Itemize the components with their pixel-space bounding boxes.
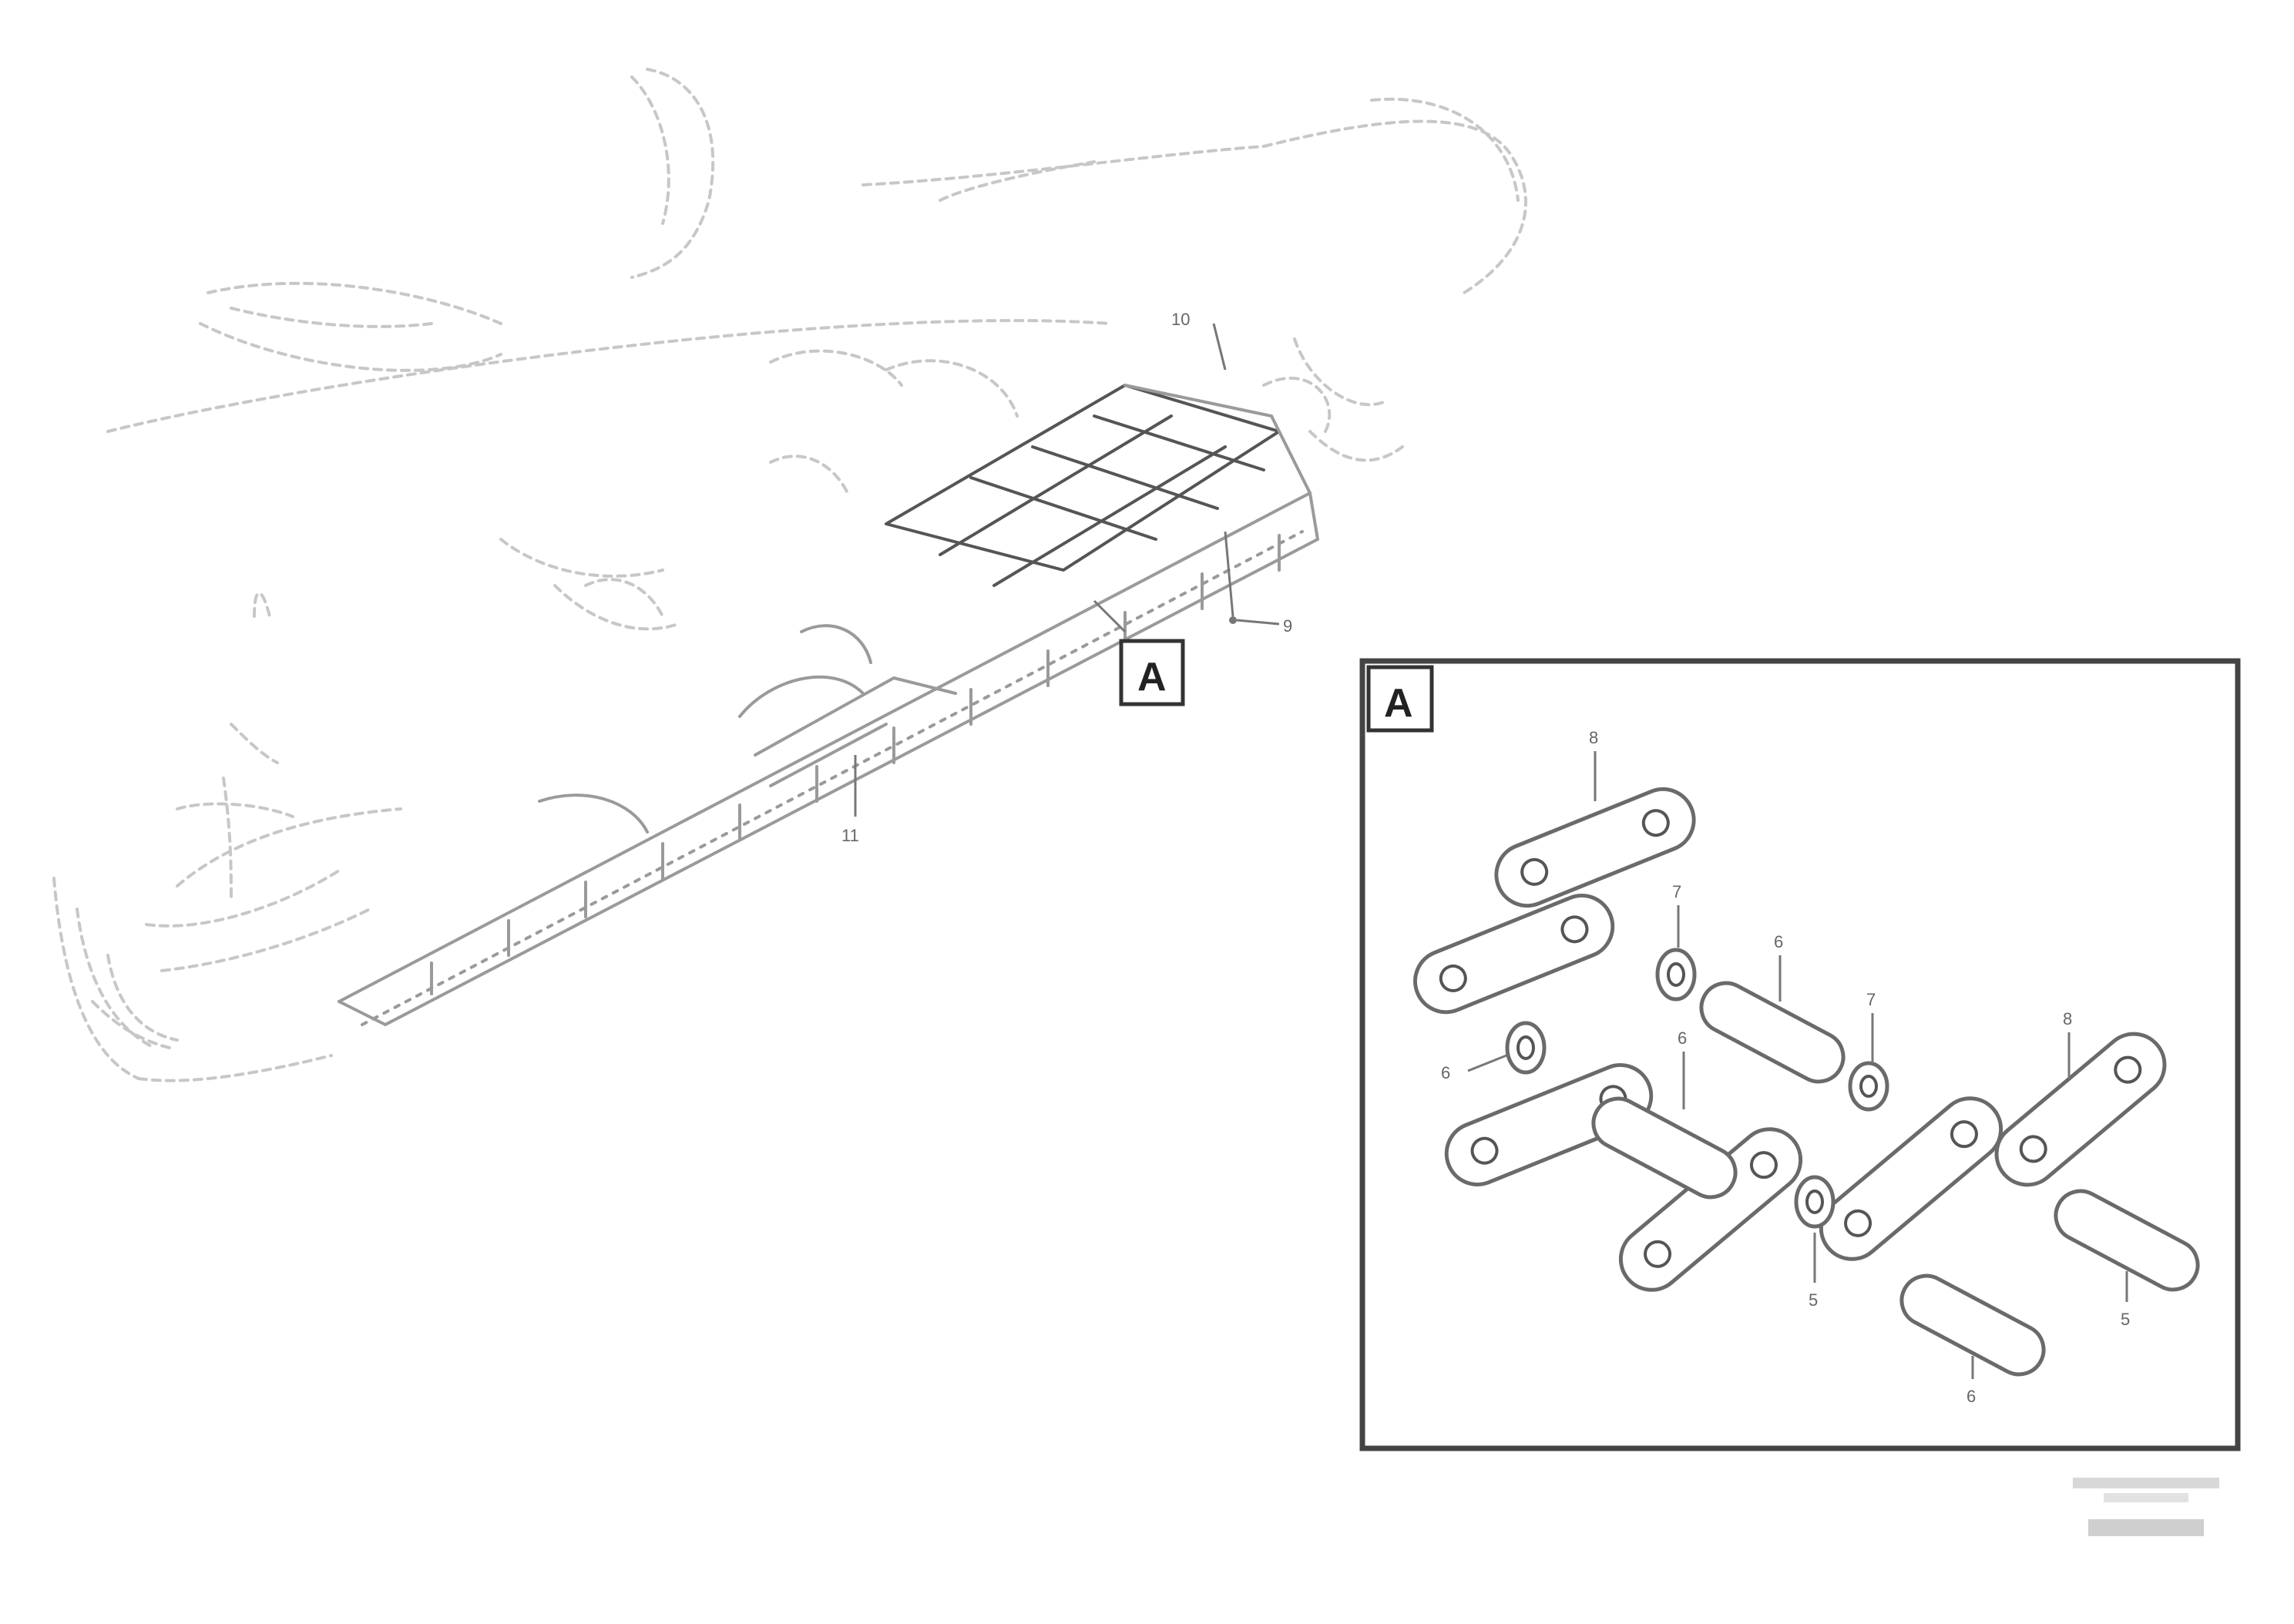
inset-callout-right-small: 7: [1866, 990, 1876, 1009]
view-a-reference-label: A: [1137, 655, 1167, 700]
detail-view-a: A: [1359, 658, 2241, 1451]
inset-callout-bottom-right: 5: [2121, 1310, 2130, 1329]
inset-callout-far-right: 8: [2063, 1009, 2072, 1028]
callout-9: 9: [1283, 616, 1292, 636]
inset-callout-bottom-mid: 5: [1809, 1290, 1818, 1310]
drawing-stamp: [2073, 1478, 2219, 1536]
main-callouts: 10 9 11: [841, 310, 1292, 845]
track-assembly: [338, 384, 1319, 1026]
machine-outline: [52, 68, 1527, 1082]
inset-callout-mid-upper: 6: [1678, 1028, 1687, 1048]
callout-10: 10: [1171, 310, 1190, 329]
inset-callout-bottom-pin: 6: [1967, 1387, 1976, 1406]
callout-11: 11: [841, 826, 859, 845]
inset-callout-left: 6: [1441, 1063, 1450, 1082]
inset-callout-top-left: 8: [1589, 728, 1598, 747]
inset-callout-pin-upper: 6: [1774, 932, 1783, 951]
inset-callout-center: 7: [1672, 882, 1681, 901]
view-a-reference-box: A: [1119, 639, 1185, 706]
detail-view-a-label: A: [1384, 681, 1413, 726]
